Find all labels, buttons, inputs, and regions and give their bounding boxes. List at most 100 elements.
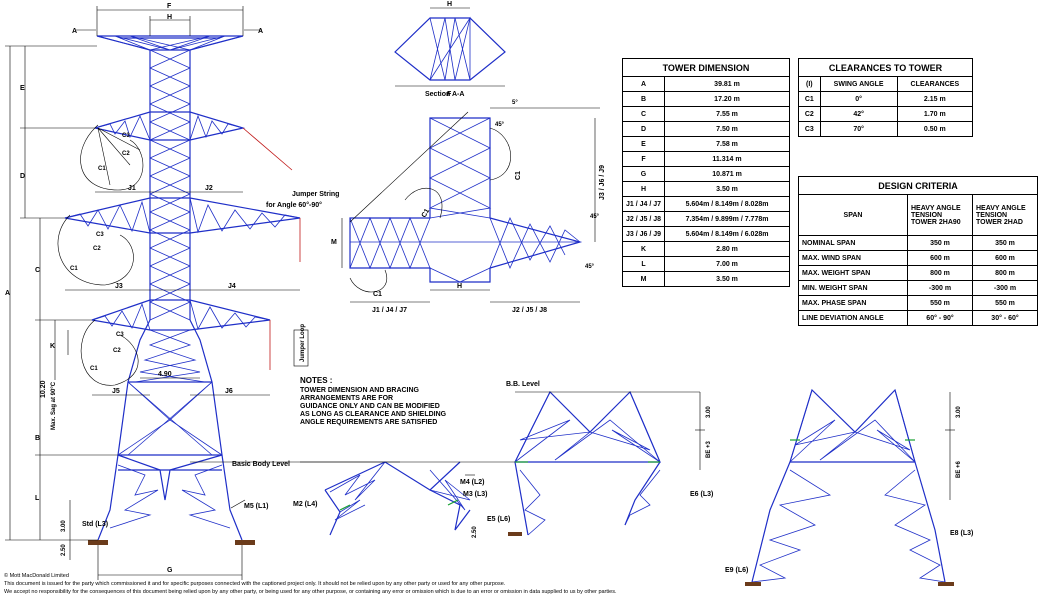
leg-extension-3 xyxy=(745,388,955,586)
label-d: D xyxy=(20,173,25,180)
dimension-key: J3 / J6 / J9 xyxy=(621,226,666,242)
label-sag: 10.20 xyxy=(40,380,47,398)
label-e: E xyxy=(20,85,25,92)
dimension-value: 5.604m / 8.149m / 8.028m xyxy=(664,196,790,212)
clearance-cell: 2.15 m xyxy=(896,91,974,107)
label-j6: J6 xyxy=(225,388,233,395)
dimension-value: 39.81 m xyxy=(664,76,790,92)
label-300-std: 3.00 xyxy=(61,520,67,532)
design-header-2had: HEAVY ANGLE TENSION TOWER 2HAD xyxy=(972,194,1038,236)
dimension-key: D xyxy=(621,121,666,137)
notes-block: NOTES : TOWER DIMENSION AND BRACING ARRA… xyxy=(300,376,447,426)
label-c1-plan: C1 xyxy=(373,291,382,298)
label-j1: J1 xyxy=(128,185,136,192)
label-j147: J1 / J4 / J7 xyxy=(372,307,407,314)
label-490: 4.90 xyxy=(158,371,172,378)
label-e6-l3: E6 (L3) xyxy=(690,491,713,498)
dimension-value: 7.58 m xyxy=(664,136,790,152)
criteria-cell: MAX. WIND SPAN xyxy=(798,250,908,266)
dimension-key: E xyxy=(621,136,666,152)
dimension-key: C xyxy=(621,106,666,122)
footer-copyright: © Mott MacDonald Limited xyxy=(4,573,69,579)
criteria-cell: NOMINAL SPAN xyxy=(798,235,908,251)
label-g: G xyxy=(167,567,173,574)
tower-arm-1 xyxy=(94,111,246,141)
label-basic-body: Basic Body Level xyxy=(232,461,290,468)
label-be6: BE +6 xyxy=(956,460,962,478)
label-sag-note: Max. Sag at 90°C xyxy=(51,381,57,430)
clearances-table: CLEARANCES TO TOWER (I) SWING ANGLE CLEA… xyxy=(798,58,974,137)
label-a-left: A xyxy=(72,28,77,35)
label-e9-l6: E9 (L6) xyxy=(725,567,748,574)
clearances-header-clear: CLEARANCES xyxy=(896,76,974,92)
label-j3: J3 xyxy=(115,283,123,290)
notes-heading: NOTES : xyxy=(300,376,332,385)
dimension-value: 3.50 m xyxy=(664,181,790,197)
label-c3-1: C3 xyxy=(122,133,130,139)
clearance-cell: 42° xyxy=(819,106,898,122)
footer-line-2: We accept no responsibility for the cons… xyxy=(4,589,617,595)
clearance-cell: 0° xyxy=(819,91,898,107)
dimension-key: M xyxy=(621,271,666,287)
criteria-cell: 600 m xyxy=(907,250,973,266)
clearances-header-i: (I) xyxy=(798,76,821,92)
label-h: H xyxy=(167,14,172,21)
notes-line-5: ANGLE REQUIREMENTS ARE SATISFIED xyxy=(300,419,437,426)
design-header-2ha90: HEAVY ANGLE TENSION TOWER 2HA90 xyxy=(907,194,973,236)
tower-body xyxy=(97,319,243,541)
clearance-cell: 1.70 m xyxy=(896,106,974,122)
label-j258: J2 / J5 / J8 xyxy=(512,307,547,314)
label-m5-l1: M5 (L1) xyxy=(244,503,269,510)
footer-line-1: This document is issued for the party wh… xyxy=(4,581,506,587)
label-c1-plan-2: C1 xyxy=(515,171,522,180)
label-c1-1: C1 xyxy=(98,166,106,172)
label-m4-l2: M4 (L2) xyxy=(460,479,485,486)
criteria-cell: 550 m xyxy=(972,295,1038,311)
label-j4: J4 xyxy=(228,283,236,290)
section-aa xyxy=(394,7,506,87)
drawing-labels: A A F H E D C A B L K G J1 J2 J3 J4 J5 J… xyxy=(5,1,973,574)
leg-extension-1 xyxy=(324,461,522,536)
clearance-cell: C1 xyxy=(798,91,821,107)
label-f: F xyxy=(167,3,172,10)
criteria-cell: MAX. WEIGHT SPAN xyxy=(798,265,908,281)
dimension-key: J1 / J4 / J7 xyxy=(621,196,666,212)
criteria-cell: -300 m xyxy=(907,280,973,296)
criteria-cell: MAX. PHASE SPAN xyxy=(798,295,908,311)
label-angle-45: 45° xyxy=(495,122,505,128)
clearance-cell: C2 xyxy=(798,106,821,122)
dimension-value: 7.00 m xyxy=(664,256,790,272)
clearance-cell: C3 xyxy=(798,121,821,137)
dimension-value: 7.55 m xyxy=(664,106,790,122)
dimension-key: J2 / J5 / J8 xyxy=(621,211,666,227)
label-a-right: A xyxy=(258,28,263,35)
label-angle-45c: 45° xyxy=(585,264,595,270)
criteria-cell: MIN. WEIGHT SPAN xyxy=(798,280,908,296)
label-c: C xyxy=(35,267,40,274)
criteria-cell: 60° - 90° xyxy=(907,310,973,326)
clearances-title: CLEARANCES TO TOWER xyxy=(798,58,973,77)
dimension-key: A xyxy=(621,76,666,92)
label-b: B xyxy=(35,435,40,442)
label-a: A xyxy=(5,290,10,297)
label-std-l3: Std (L3) xyxy=(82,521,108,528)
tower-arm-3 xyxy=(91,299,271,331)
tower-dimension-title: TOWER DIMENSION xyxy=(622,58,790,77)
dimension-value: 7.354m / 9.899m / 7.778m xyxy=(664,211,790,227)
plan-view xyxy=(341,107,600,303)
notes-line-3: GUIDANCE ONLY AND CAN BE MODIFIED xyxy=(300,403,440,410)
